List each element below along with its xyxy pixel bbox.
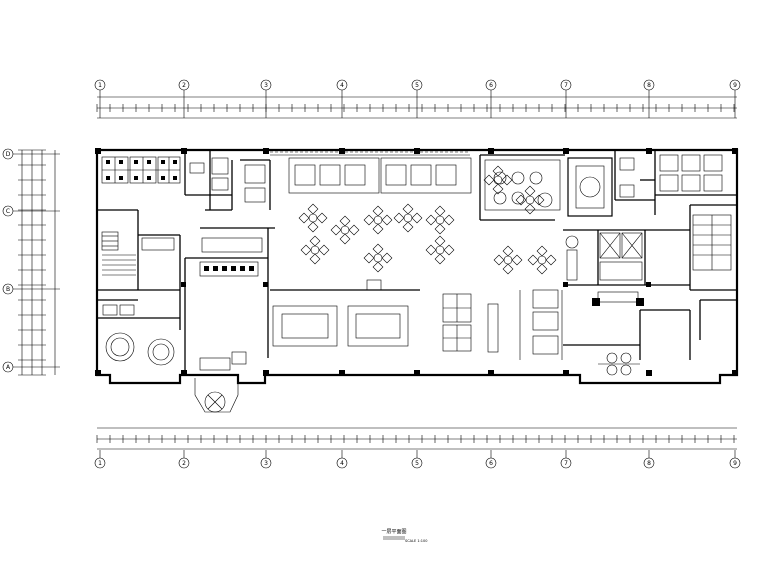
grid-bubble-label: 7 bbox=[564, 82, 568, 89]
grid-bubble-label: D bbox=[6, 151, 11, 158]
drawing-title-block bbox=[383, 536, 405, 540]
chair-cluster bbox=[515, 185, 545, 215]
grid-bubble-label: 7 bbox=[564, 460, 568, 467]
grid-bubble-label: A bbox=[6, 364, 11, 371]
grid-bubble-label: 1 bbox=[98, 460, 102, 467]
bottom-grid-bubbles: 1 2 3 4 5 6 7 8 9 bbox=[94, 450, 741, 469]
display-tables bbox=[270, 279, 499, 353]
grid-bubble-label: 9 bbox=[733, 460, 737, 467]
top-grid-bubbles: 1 2 3 4 5 6 7 8 9 bbox=[94, 79, 741, 118]
chair-cluster bbox=[363, 243, 393, 273]
grid-bubble-label: 6 bbox=[489, 460, 493, 467]
workstation-cluster bbox=[101, 156, 266, 203]
drawing-title: 一层平面图 bbox=[381, 529, 407, 535]
grid-bubble-label: 5 bbox=[415, 82, 419, 89]
revolving-entrance bbox=[194, 351, 247, 413]
chair-cluster bbox=[300, 235, 330, 265]
grid-bubble-label: 1 bbox=[98, 82, 102, 89]
grid-bubble-label: 2 bbox=[182, 82, 186, 89]
grid-bubble-label: 5 bbox=[415, 460, 419, 467]
exterior-walls bbox=[95, 148, 739, 385]
grid-bubble-label: 6 bbox=[489, 82, 493, 89]
chair-cluster bbox=[298, 203, 328, 233]
chair-cluster bbox=[527, 245, 557, 275]
right-lounge-sofas bbox=[519, 289, 563, 360]
left-stair bbox=[101, 231, 263, 276]
grid-bubble-label: 4 bbox=[340, 460, 344, 467]
chair-cluster bbox=[483, 165, 513, 195]
chair-cluster bbox=[393, 203, 423, 233]
grid-bubble-label: 9 bbox=[733, 82, 737, 89]
scale-note: SCALE 1:100 bbox=[405, 539, 428, 543]
chair-cluster bbox=[425, 205, 455, 235]
grid-bubble-label: 3 bbox=[264, 82, 268, 89]
grid-bubble-label: 4 bbox=[340, 82, 344, 89]
round-tables-left bbox=[102, 304, 175, 366]
sofa-groups-top bbox=[270, 151, 472, 194]
grid-bubble-label: C bbox=[6, 208, 10, 215]
chair-cluster bbox=[330, 215, 360, 245]
grid-bubble-label: 3 bbox=[264, 460, 268, 467]
chair-cluster bbox=[363, 205, 393, 235]
bar-area bbox=[484, 157, 613, 217]
grid-bubble-label: 2 bbox=[182, 460, 186, 467]
left-dimension-lines bbox=[18, 149, 56, 376]
left-grid-bubbles: D C B A bbox=[2, 148, 60, 373]
grid-bubble-label: B bbox=[6, 286, 10, 293]
central-hall-furniture bbox=[199, 261, 259, 277]
chair-cluster bbox=[493, 245, 523, 275]
interior-walls bbox=[97, 150, 737, 372]
grid-bubble-label: 8 bbox=[647, 460, 651, 467]
chair-cluster bbox=[425, 235, 455, 265]
grid-bubble-label: 8 bbox=[647, 82, 651, 89]
bottom-dimension-lines bbox=[96, 427, 737, 450]
lounge-chair-clusters bbox=[298, 165, 557, 275]
right-rooms bbox=[565, 154, 732, 376]
